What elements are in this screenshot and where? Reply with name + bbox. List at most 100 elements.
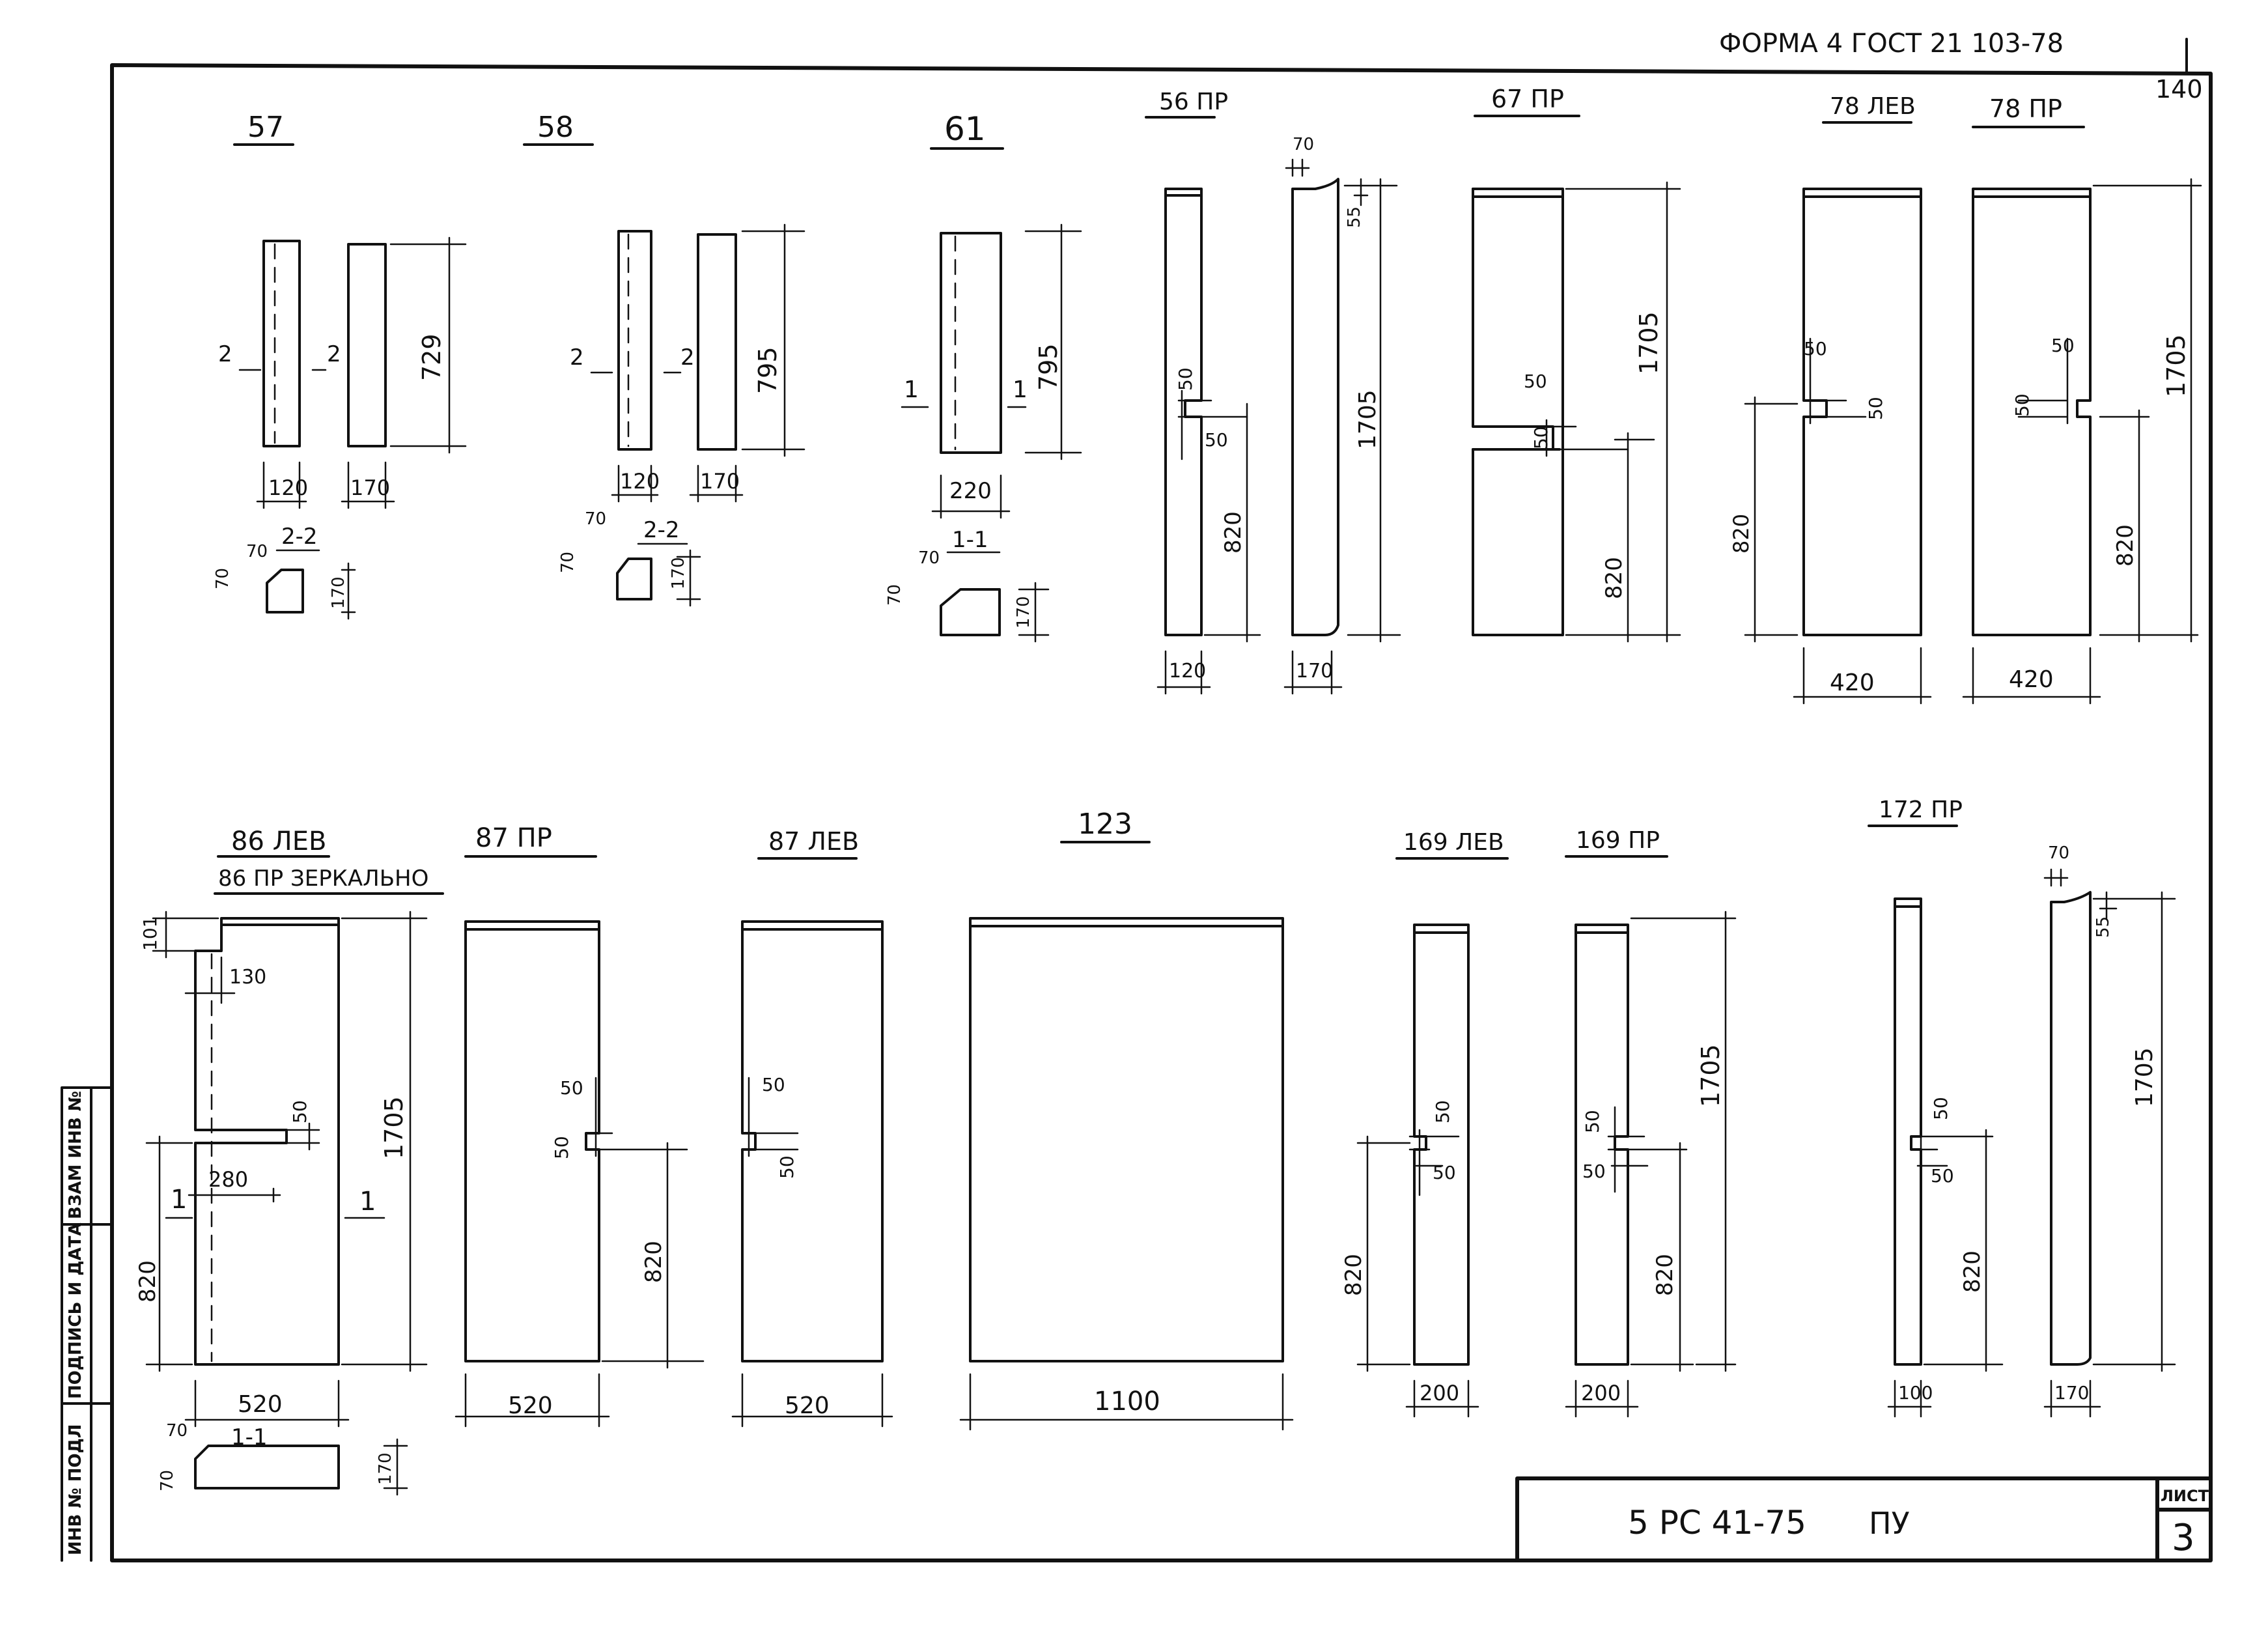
part-78lev-label: 78 ЛЕВ: [1830, 93, 1916, 120]
part-87pr-w: 520: [508, 1392, 553, 1419]
part-86: 86 ЛЕВ 86 ПР ЗЕРКАЛЬНО 101 130 50 280 1 …: [135, 826, 444, 1496]
part-86-label: 86 ЛЕВ: [231, 826, 326, 856]
part-58-sec-title: 2-2: [643, 517, 680, 543]
part-86-c3: 170: [376, 1452, 395, 1485]
part-86-d101: 101: [139, 916, 161, 951]
part-169pr-n1: 50: [1582, 1110, 1603, 1133]
part-172pr-w1: 100: [1898, 1382, 1933, 1403]
part-56pr-cut: 55: [1345, 206, 1364, 228]
stamp-inv-podl: ИНВ № ПОДЛ: [66, 1424, 85, 1555]
part-86-height: 1705: [380, 1096, 408, 1159]
part-61-c1: 70: [918, 548, 940, 568]
part-86-sec-b: 1: [359, 1187, 376, 1217]
part-123-w: 1100: [1094, 1387, 1160, 1417]
part-56pr-label: 56 ПР: [1159, 89, 1228, 115]
part-57-c3: 170: [329, 576, 348, 609]
stamp-sign-date: ПОДПИСЬ И ДАТА: [66, 1223, 85, 1399]
title-block: 5 РС 41-75 ПУ ЛИСТ 3: [1515, 1476, 2213, 1562]
part-61-height: 795: [1034, 343, 1063, 391]
part-57-w1: 120: [268, 475, 308, 500]
part-169lev-label: 169 ЛЕВ: [1403, 829, 1504, 856]
part-86-n1: 50: [289, 1100, 311, 1123]
part-67pr-height: 1705: [1634, 311, 1663, 374]
part-78pr-height: 1705: [2162, 334, 2191, 397]
part-67pr-h1: 820: [1601, 557, 1627, 599]
part-87lev-label: 87 ЛЕВ: [768, 827, 859, 856]
part-87lev: 87 ЛЕВ 50 50 520: [731, 827, 893, 1428]
part-61-c3: 170: [1014, 596, 1033, 628]
part-78pr-n1: 50: [2051, 335, 2075, 356]
part-87lev-n2: 50: [776, 1155, 798, 1179]
title-block-sub: ПУ: [1869, 1506, 1910, 1541]
part-86-h1: 820: [135, 1260, 161, 1303]
part-78lev-n1: 50: [1804, 338, 1827, 360]
part-56pr: 56 ПР 50 50 820 120 70 55 1705 170: [1145, 89, 1401, 695]
part-57-sec-a: 2: [218, 341, 232, 367]
title-block-code: 5 РС 41-75: [1628, 1504, 1806, 1542]
part-86-c1: 70: [166, 1421, 188, 1441]
part-172pr: 172 ПР 50 50 820 100 70 55 1705 170: [1868, 797, 2176, 1418]
part-67pr: 67 ПР 50 50 1705 820: [1472, 85, 1681, 643]
part-78pr-w: 420: [2009, 666, 2054, 693]
part-78lev: 78 ЛЕВ 50 50 820 420: [1729, 93, 1932, 705]
part-57-sec-title: 2-2: [281, 524, 318, 550]
part-57-height: 729: [417, 333, 446, 381]
part-86-d130: 130: [229, 966, 266, 989]
part-57-c1: 70: [246, 542, 268, 561]
part-169lev: 169 ЛЕВ 50 50 820 200: [1341, 829, 1509, 1418]
part-56pr-w2: 170: [1296, 660, 1333, 683]
part-86-d280: 280: [208, 1167, 248, 1192]
part-169pr-label: 169 ПР: [1576, 827, 1660, 854]
part-78pr: 78 ПР 50 50 820 1705 420: [1962, 94, 2202, 705]
part-67pr-label: 67 ПР: [1491, 85, 1564, 113]
part-86-label2: 86 ПР ЗЕРКАЛЬНО: [218, 866, 428, 892]
part-87pr-label: 87 ПР: [475, 823, 552, 853]
sheet-frame: [110, 38, 2213, 1562]
part-86-w: 520: [238, 1391, 283, 1418]
title-block-sheet-number: 3: [2172, 1517, 2195, 1559]
part-57-sec-b: 2: [327, 341, 341, 367]
part-172pr-label: 172 ПР: [1879, 797, 1963, 823]
part-172pr-top: 70: [2048, 843, 2069, 863]
part-58: 58 2 2 795 120 170 2-2 70 70 170: [523, 111, 805, 607]
part-61-sec-title: 1-1: [952, 527, 988, 553]
part-57-label: 57: [247, 111, 284, 144]
part-78lev-w: 420: [1830, 670, 1875, 696]
part-58-c3: 170: [669, 557, 688, 589]
part-58-c2: 70: [558, 552, 578, 573]
part-87pr-n2: 50: [551, 1136, 572, 1159]
part-172pr-n1: 50: [1930, 1097, 1952, 1120]
part-57: 57 2 2 729 120 170 2-2 70 70 170: [213, 111, 467, 620]
part-58-height: 795: [753, 346, 782, 394]
part-87lev-w: 520: [785, 1392, 830, 1419]
part-123-label: 123: [1078, 808, 1132, 841]
part-78lev-n2: 50: [1865, 397, 1886, 420]
part-172pr-n2: 50: [1931, 1165, 1954, 1187]
part-56pr-h1: 820: [1220, 511, 1246, 554]
part-67pr-n1: 50: [1524, 371, 1547, 392]
part-58-sec-b: 2: [680, 345, 695, 371]
part-78pr-h1: 820: [2112, 524, 2138, 567]
part-78lev-h1: 820: [1729, 514, 1754, 554]
part-61-sec-a: 1: [904, 376, 919, 403]
part-61-label: 61: [944, 110, 986, 148]
part-86-c2: 70: [158, 1470, 177, 1491]
part-169lev-h1: 820: [1341, 1254, 1367, 1296]
side-stamp: ИНВ № ПОДЛ ПОДПИСЬ И ДАТА ВЗАМ ИНВ №: [61, 1086, 113, 1562]
part-58-sec-a: 2: [570, 345, 584, 371]
part-87pr-h1: 820: [641, 1241, 667, 1283]
part-78pr-label: 78 ПР: [1989, 94, 2062, 123]
part-56pr-top: 70: [1293, 135, 1314, 154]
part-67pr-n2: 50: [1530, 426, 1552, 449]
part-56pr-height: 1705: [1354, 389, 1381, 449]
part-61-sec-b: 1: [1013, 376, 1028, 403]
part-56pr-n1: 50: [1175, 367, 1196, 391]
title-block-sheet-label: ЛИСТ: [2161, 1487, 2209, 1505]
part-123: 123 1100: [959, 808, 1294, 1431]
part-57-c2: 70: [213, 568, 232, 589]
part-169lev-n2: 50: [1433, 1162, 1456, 1183]
part-58-w2: 170: [700, 469, 740, 494]
part-58-w1: 120: [620, 469, 660, 494]
part-78pr-n2: 50: [2011, 393, 2033, 417]
